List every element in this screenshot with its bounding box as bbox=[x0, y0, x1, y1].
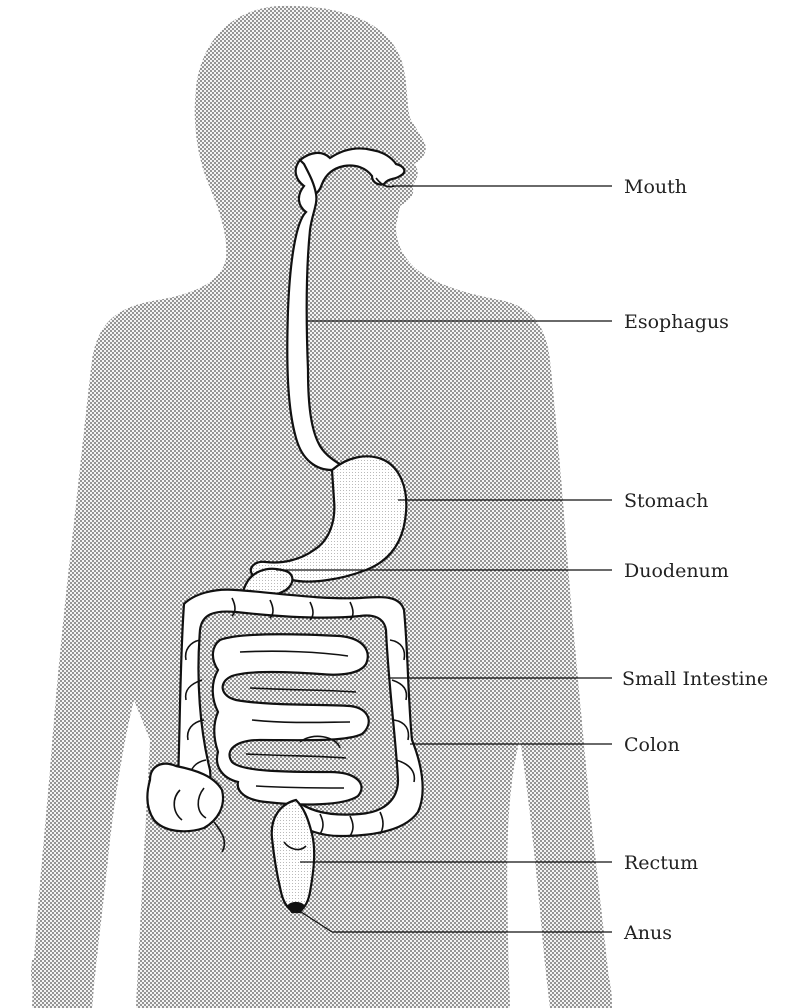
label-small-intestine: Small Intestine bbox=[622, 668, 768, 690]
label-anus: Anus bbox=[623, 922, 672, 944]
label-esophagus: Esophagus bbox=[624, 311, 729, 333]
label-mouth: Mouth bbox=[624, 176, 687, 198]
label-rectum: Rectum bbox=[624, 852, 698, 874]
label-colon: Colon bbox=[624, 734, 680, 756]
label-duodenum: Duodenum bbox=[624, 560, 729, 582]
small-intestine-organ bbox=[213, 634, 369, 804]
labels: Mouth Esophagus Stomach Duodenum Small I… bbox=[622, 176, 768, 944]
anus-organ bbox=[288, 903, 304, 912]
label-stomach: Stomach bbox=[624, 490, 708, 512]
left-hand bbox=[31, 958, 93, 1008]
